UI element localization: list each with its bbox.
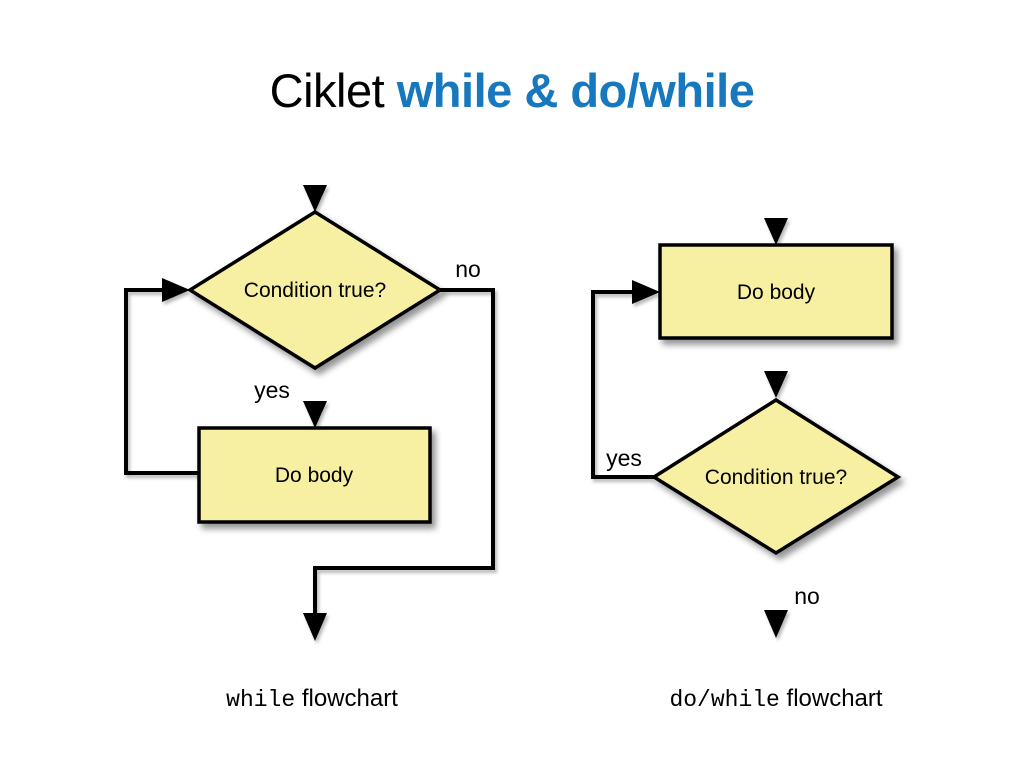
- while-caption-code: while: [226, 687, 296, 713]
- while-yes-label: yes: [254, 377, 290, 403]
- while-exit-arrowhead-icon: [303, 613, 327, 641]
- dowhile-caption-code: do/while: [669, 687, 780, 713]
- while-entry-arrowhead-icon: [303, 185, 327, 212]
- dowhile-body-label: Do body: [737, 281, 816, 304]
- while-condition-label: Condition true?: [244, 279, 386, 302]
- dowhile-no-label: no: [794, 583, 820, 609]
- dowhile-loopback-arrowhead-icon: [632, 280, 660, 304]
- while-no-label: no: [455, 256, 481, 282]
- dowhile-caption: do/while flowchart: [596, 685, 956, 713]
- while-body-box: [197, 426, 432, 524]
- while-body-label: Do body: [275, 464, 354, 487]
- dowhile-yes-label: yes: [606, 445, 642, 471]
- while-condition-diamond: [186, 209, 444, 371]
- dowhile-exit-arrowhead-icon: [764, 610, 788, 638]
- dowhile-body-box: [658, 243, 894, 340]
- while-caption-rest: flowchart: [295, 685, 398, 712]
- title-prefix: Ciklet: [269, 64, 397, 117]
- while-loopback-arrowhead-icon: [162, 278, 190, 302]
- dowhile-caption-rest: flowchart: [779, 685, 883, 712]
- page-title: Ciklet while & do/while: [0, 62, 1024, 120]
- while-no-path: [313, 288, 495, 613]
- while-caption: while flowchart: [132, 685, 492, 713]
- dowhile-condition-label: Condition true?: [705, 466, 847, 489]
- dowhile-loopback-path: [591, 290, 654, 479]
- while-flowchart: Condition true? Do body no yes: [124, 146, 495, 641]
- dowhile-condition-diamond: [650, 397, 902, 556]
- while-yes-arrowhead-icon: [303, 401, 327, 428]
- dowhile-entry-arrowhead-icon: [764, 218, 788, 245]
- dowhile-body-to-condition-arrowhead-icon: [764, 371, 788, 398]
- title-highlight: while & do/while: [396, 64, 755, 117]
- while-loopback-path: [124, 288, 199, 475]
- dowhile-flowchart: Do body Condition true? yes no: [591, 168, 902, 638]
